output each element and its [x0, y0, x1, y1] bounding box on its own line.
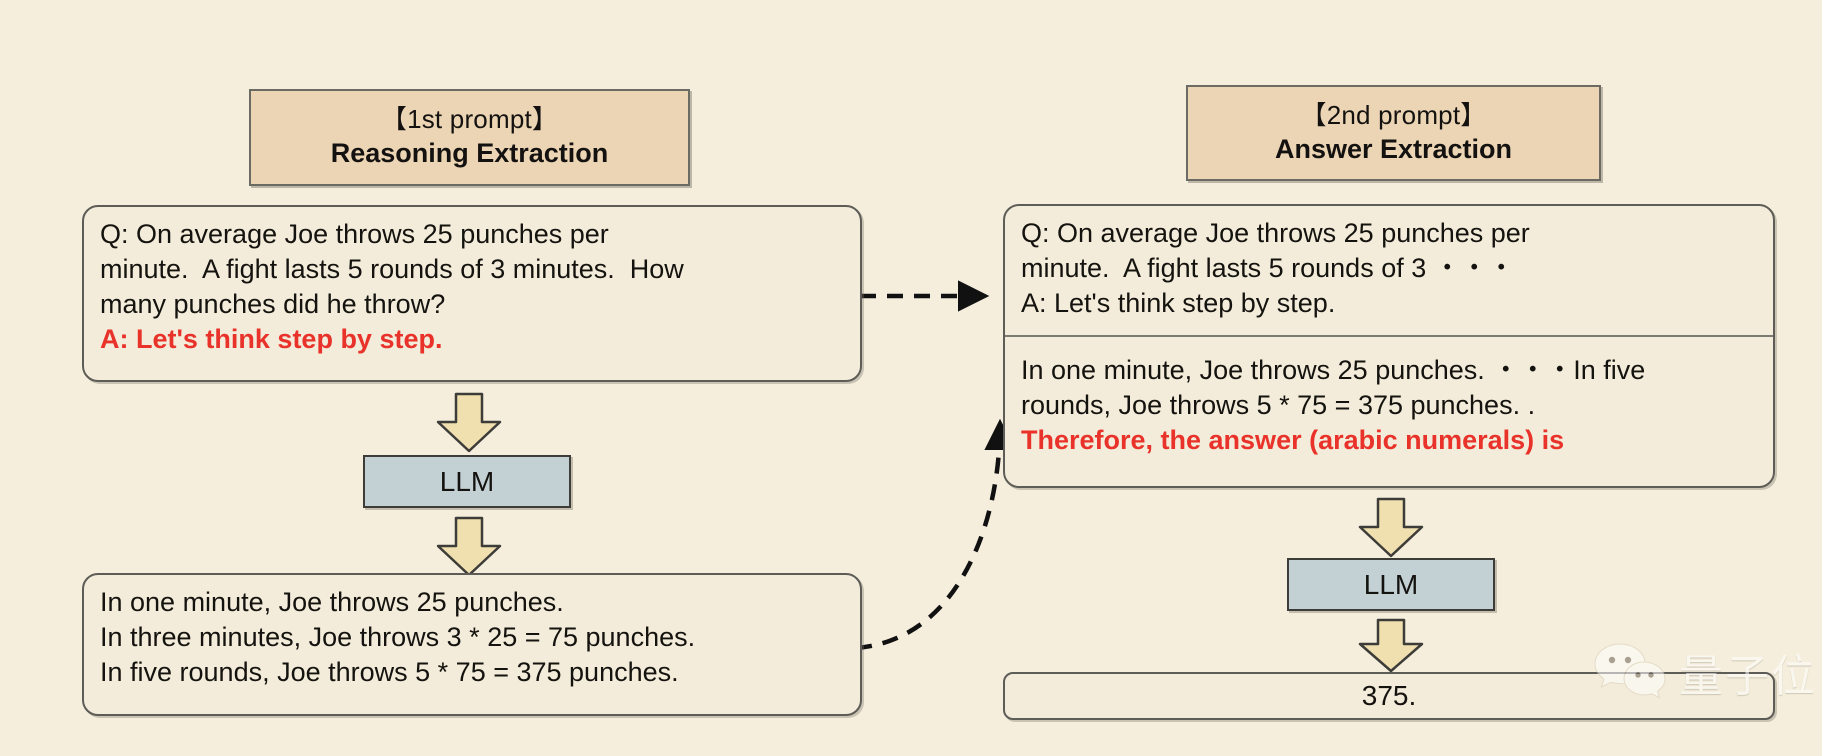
- right-prompt-card-divider: [1005, 335, 1773, 337]
- wechat-icon: [1594, 643, 1666, 699]
- watermark-text: 量子位: [1679, 651, 1817, 702]
- prompt-header-left-title: Reasoning Extraction: [330, 138, 609, 169]
- right-prompt-red-line: Therefore, the answer (arabic numerals) …: [1021, 425, 1565, 455]
- right-answer-value: 375.: [1361, 680, 1417, 711]
- prompt-header-left-bracket: 【1st prompt】: [380, 104, 559, 135]
- left-prompt-card-body: Q: On average Joe throws 25 punches per …: [84, 207, 860, 369]
- left-prompt-red-line: A: Let's think step by step.: [100, 324, 443, 354]
- right-prompt-card-lower: In one minute, Joe throws 25 punches. ・・…: [1005, 337, 1773, 470]
- right-prompt-upper-line-2: A: Let's think step by step.: [1021, 288, 1336, 318]
- prompt-header-left: 【1st prompt】 Reasoning Extraction: [249, 89, 690, 186]
- left-prompt-line-2: many punches did he throw?: [100, 289, 446, 319]
- right-prompt-card-upper: Q: On average Joe throws 25 punches per …: [1005, 206, 1773, 335]
- left-output-card-body: In one minute, Joe throws 25 punches. In…: [84, 575, 860, 702]
- down-arrow-right-top: [1356, 497, 1426, 559]
- left-prompt-card: Q: On average Joe throws 25 punches per …: [82, 205, 862, 382]
- left-prompt-line-0: Q: On average Joe throws 25 punches per: [100, 219, 609, 249]
- right-prompt-upper-line-1: minute. A fight lasts 5 rounds of 3 ・・・: [1021, 253, 1515, 283]
- left-output-card: In one minute, Joe throws 25 punches. In…: [82, 573, 862, 716]
- down-arrow-left-top: [434, 392, 504, 454]
- right-prompt-upper-line-0: Q: On average Joe throws 25 punches per: [1021, 218, 1530, 248]
- connector-output-to-prompt: [855, 418, 1016, 651]
- prompt-header-right-title: Answer Extraction: [1274, 133, 1513, 164]
- prompt-header-right-bracket: 【2nd prompt】: [1300, 99, 1487, 130]
- llm-box-left-label: LLM: [439, 465, 495, 497]
- llm-box-right-label: LLM: [1363, 568, 1419, 600]
- right-prompt-lower-line-0: In one minute, Joe throws 25 punches. ・・…: [1021, 355, 1646, 385]
- llm-box-right: LLM: [1287, 558, 1495, 611]
- down-arrow-left-bottom: [434, 516, 504, 578]
- right-prompt-card: Q: On average Joe throws 25 punches per …: [1003, 204, 1775, 488]
- left-output-line-0: In one minute, Joe throws 25 punches.: [100, 587, 564, 617]
- llm-box-left: LLM: [363, 455, 571, 508]
- left-output-line-1: In three minutes, Joe throws 3 * 25 = 75…: [100, 622, 696, 652]
- down-arrow-right-bottom: [1356, 618, 1426, 674]
- right-prompt-lower-line-1: rounds, Joe throws 5 * 75 = 375 punches.…: [1021, 390, 1536, 420]
- watermark: 量子位: [1593, 640, 1817, 704]
- left-output-line-2: In five rounds, Joe throws 5 * 75 = 375 …: [100, 657, 679, 687]
- left-prompt-line-1: minute. A fight lasts 5 rounds of 3 minu…: [100, 254, 684, 284]
- prompt-header-right: 【2nd prompt】 Answer Extraction: [1186, 85, 1601, 181]
